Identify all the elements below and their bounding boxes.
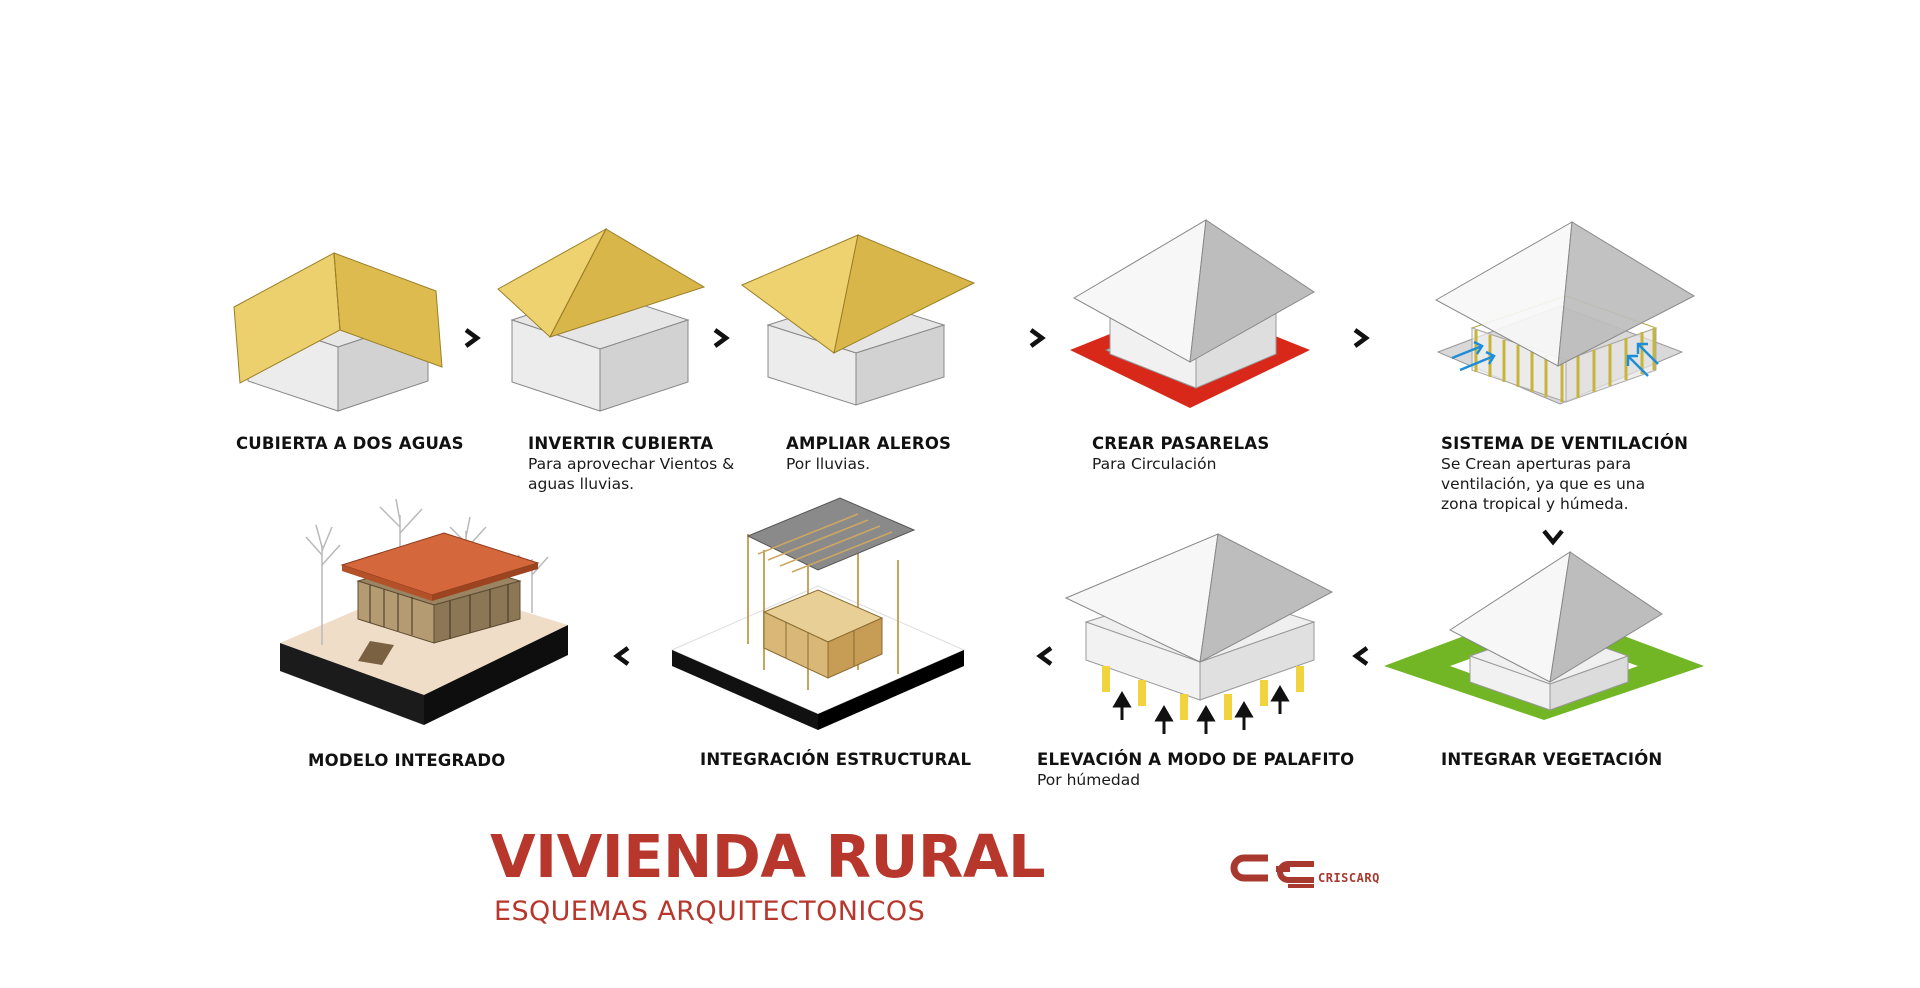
arrow-left-icon: [1036, 645, 1054, 667]
step-description: Por húmedad: [1037, 770, 1337, 790]
step-image-estructural: [668, 494, 968, 744]
step-image-modelo: [274, 495, 574, 740]
step-title: ELEVACIÓN A MODO DE PALAFITO: [1037, 750, 1337, 769]
step-title: INTEGRAR VEGETACIÓN: [1441, 750, 1741, 769]
step-image-invertir: [494, 225, 714, 425]
step-image-vegetacion: [1380, 548, 1710, 723]
step-label-palafito: ELEVACIÓN A MODO DE PALAFITO Por húmedad: [1037, 750, 1337, 790]
step-title: CUBIERTA A DOS AGUAS: [236, 434, 536, 453]
step-label-invertir: INVERTIR CUBIERTA Para aprovechar Viento…: [528, 434, 758, 494]
arrow-right-icon: [712, 327, 730, 349]
step-image-ventilacion: [1432, 210, 1702, 425]
arrow-right-icon: [1352, 327, 1370, 349]
step-label-ventilacion: SISTEMA DE VENTILACIÓN Se Crean apertura…: [1441, 434, 1671, 514]
step-label-aleros: AMPLIAR ALEROS Por lluvias.: [786, 434, 1086, 474]
arrow-right-icon: [463, 327, 481, 349]
step-title: MODELO INTEGRADO: [308, 751, 608, 770]
step-image-pasarelas: [1060, 210, 1320, 425]
step-title: INVERTIR CUBIERTA: [528, 434, 758, 453]
step-title: AMPLIAR ALEROS: [786, 434, 1086, 453]
arrow-down-icon: [1541, 528, 1565, 546]
step-image-palafito: [1060, 530, 1340, 745]
step-image-cubierta: [228, 225, 468, 425]
step-label-pasarelas: CREAR PASARELAS Para Circulación: [1092, 434, 1392, 474]
arrow-right-icon: [1028, 327, 1046, 349]
step-description: Para Circulación: [1092, 454, 1392, 474]
step-description: Se Crean aperturas para ventilación, ya …: [1441, 454, 1671, 514]
step-label-vegetacion: INTEGRAR VEGETACIÓN: [1441, 750, 1741, 769]
step-title: SISTEMA DE VENTILACIÓN: [1441, 434, 1671, 453]
step-description: Por lluvias.: [786, 454, 1086, 474]
step-description: Para aprovechar Vientos & aguas lluvias.: [528, 454, 758, 494]
main-title: VIVIENDA RURAL: [490, 822, 1045, 891]
criscarq-logo-icon: [1230, 852, 1320, 905]
logo-text: CRISCARQ: [1318, 871, 1380, 885]
subtitle: ESQUEMAS ARQUITECTONICOS: [494, 896, 925, 927]
arrow-left-icon: [613, 645, 631, 667]
step-label-estructural: INTEGRACIÓN ESTRUCTURAL: [700, 750, 1000, 769]
step-title: INTEGRACIÓN ESTRUCTURAL: [700, 750, 1000, 769]
arrow-left-icon: [1352, 645, 1370, 667]
step-image-aleros: [738, 225, 978, 425]
step-title: CREAR PASARELAS: [1092, 434, 1392, 453]
step-label-modelo: MODELO INTEGRADO: [308, 751, 608, 770]
step-label-cubierta: CUBIERTA A DOS AGUAS: [236, 434, 536, 453]
